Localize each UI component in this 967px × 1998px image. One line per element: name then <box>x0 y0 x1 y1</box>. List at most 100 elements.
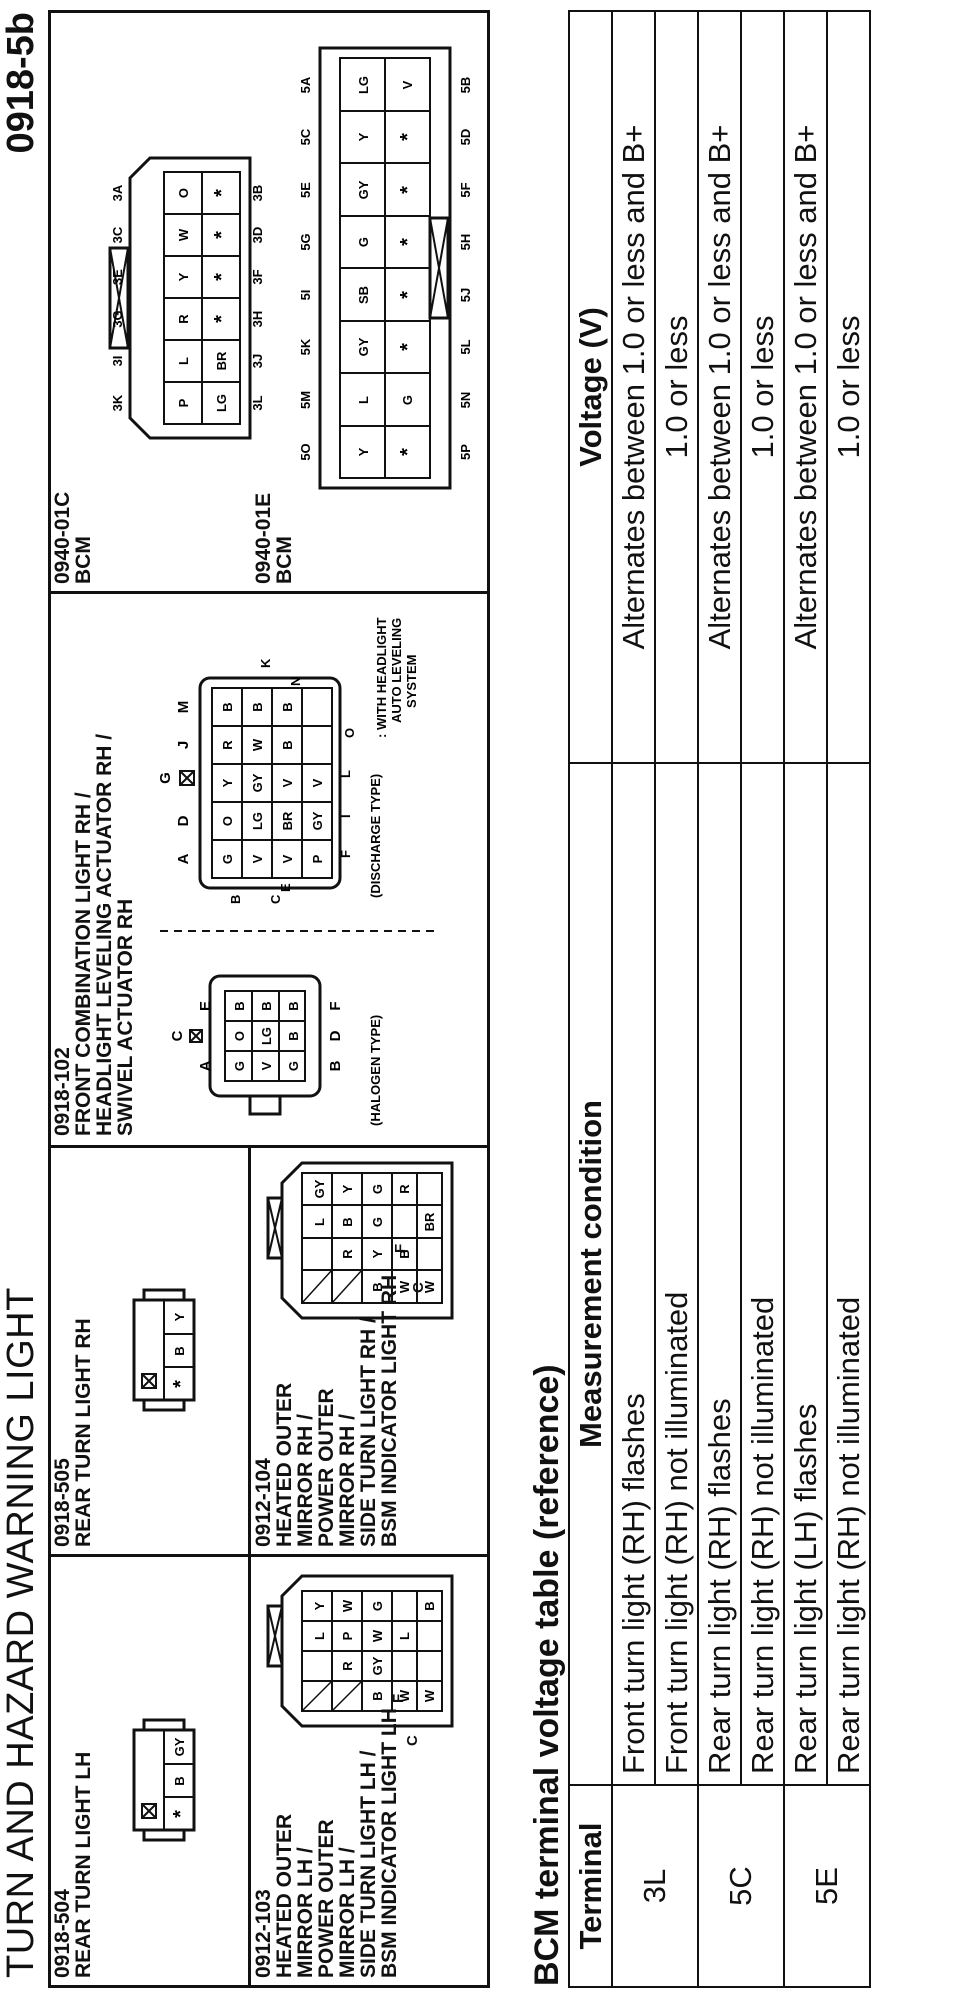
connector-01c-top-3e: 3E <box>110 269 125 285</box>
connector-01c-sub-3j: 3J <box>250 354 265 368</box>
connector-102-d-r2-4: W <box>250 738 265 751</box>
connector-102-h-r2-3: B <box>259 1001 274 1010</box>
connector-504-pin-3: GY <box>172 1737 187 1756</box>
connector-01e-r2-6: * <box>397 186 419 194</box>
connector-01e-r1-8: LG <box>356 76 371 94</box>
voltage-table-header: Terminal Measurement condition Voltage (… <box>569 11 612 1987</box>
connector-01e-r1-3: GY <box>356 337 371 356</box>
connector-01e-r1-4: SB <box>356 286 371 304</box>
connector-01e-r1-1: Y <box>356 447 371 456</box>
connector-104-code: 0912-104 <box>252 1458 275 1547</box>
connector-102-d-top-m: M <box>175 701 192 714</box>
connector-104-pin-low-4: G <box>370 1217 385 1227</box>
connector-102-d-r4-2: GY <box>310 811 325 830</box>
connector-01c-r2-4: * <box>211 273 233 281</box>
connector-504-diagram: * B GY <box>132 1718 196 1842</box>
connector-102-d-side-o: O <box>342 728 357 738</box>
frame-row-divider-2 <box>248 1145 251 1557</box>
connector-102-d-r3-4: B <box>280 740 295 749</box>
connector-102-d-r3-1: V <box>280 854 295 863</box>
connector-01e-top-5k: 5K <box>298 338 313 355</box>
connector-103-name-1: HEATED OUTER <box>273 1813 296 1978</box>
header-terminal: Terminal <box>569 1785 612 1987</box>
connector-01e-r2-4: * <box>397 291 419 299</box>
connector-01e-bot-5b: 5B <box>458 77 473 94</box>
connector-102-d-side-k: K <box>258 658 273 668</box>
connector-102-d-side-b: B <box>228 895 243 904</box>
connector-103-pin-bot-1: W <box>422 1689 437 1702</box>
frame-divider-3 <box>48 591 490 594</box>
connector-01e-top-5m: 5M <box>298 391 313 409</box>
connector-103-code: 0912-103 <box>252 1889 275 1978</box>
connector-01e-r2-2: G <box>400 395 415 405</box>
connector-01c-r2-3: * <box>211 315 233 323</box>
connector-01e-r2-1: * <box>397 448 419 456</box>
connector-505-code: 0918-505 <box>51 1458 74 1547</box>
connector-104-pin-low-3: Y <box>370 1249 385 1258</box>
connector-102-d-side-l: L <box>338 770 353 778</box>
connector-102-h-r3-3: B <box>286 1001 301 1010</box>
connector-102-h-r3-1: G <box>286 1061 301 1071</box>
connector-104-pin-bot-3: BR <box>422 1212 437 1231</box>
connector-504-pin-1: * <box>170 1810 192 1818</box>
connector-01e-top-5i: 5I <box>298 290 313 301</box>
connector-505-pin-3: Y <box>172 1312 187 1321</box>
connector-01e-r2-7: * <box>397 133 419 141</box>
connector-504-name: REAR TURN LIGHT LH <box>72 1751 95 1978</box>
connector-102-d-r2-5: B <box>250 702 265 711</box>
connector-01e-bot-5p: 5P <box>458 444 473 460</box>
connector-102-d-r1-2: O <box>220 816 235 826</box>
frame-row-divider-1 <box>248 1554 251 1988</box>
connector-103-pin-low-3: GY <box>370 1656 385 1675</box>
connector-505-diagram: * B Y <box>132 1288 196 1412</box>
connector-01e-r1-2: L <box>356 396 371 404</box>
connector-01e-bot-5j: 5J <box>458 288 473 302</box>
connector-01e-bot-5h: 5H <box>458 234 473 251</box>
voltage-cell: 1.0 or less <box>827 11 870 763</box>
condition-cell: Rear turn light (LH) flashes <box>784 763 827 1785</box>
connector-102-discharge-note: : WITH HEADLIGHT AUTO LEVELING SYSTEM <box>374 614 419 738</box>
connector-103-diagram: L Y R P W G B W GY W L W B <box>266 1574 454 1728</box>
table-row: Front turn light (RH) not illuminated 1.… <box>655 11 698 1987</box>
connector-01c-r2-5: * <box>211 231 233 239</box>
connector-01e-r2-3: * <box>397 343 419 351</box>
connector-104-diagram: L GY R B Y B W Y G G W B BR R <box>266 1161 454 1320</box>
connector-104-pin-mid-1: R <box>340 1249 355 1259</box>
connector-01c-r1-6: O <box>176 188 191 198</box>
table-row: 3L Front turn light (RH) flashes Alterna… <box>612 11 698 1987</box>
terminal-cell: 5C <box>698 1785 784 1987</box>
connector-103-label-c: C <box>404 1735 421 1746</box>
connector-102-name-1: FRONT COMBINATION LIGHT RH / <box>72 792 95 1136</box>
connector-01c-top-3c: 3C <box>110 226 125 243</box>
connector-102-h-r2-1: V <box>259 1061 274 1070</box>
connector-504-pin-2: B <box>172 1776 187 1785</box>
condition-cell: Rear turn light (RH) not illuminated <box>741 763 784 1785</box>
connector-103-pin-low-1: B <box>370 1691 385 1700</box>
connector-102-d-r3-3: V <box>280 778 295 787</box>
connector-01e-bot-5n: 5N <box>458 392 473 409</box>
voltage-cell: 1.0 or less <box>741 11 784 763</box>
connector-104-pin-mid-3: Y <box>340 1184 355 1193</box>
connector-01c-name: BCM <box>72 536 95 584</box>
connector-505-pin-2: B <box>172 1346 187 1355</box>
voltage-cell: Alternates between 1.0 or less and B+ <box>698 11 741 763</box>
connector-102-d-r1-3: Y <box>220 778 235 787</box>
connector-01e-r2-5: * <box>397 238 419 246</box>
connector-01c-top-3a: 3A <box>110 184 125 201</box>
connector-102-h-bot-b: B <box>327 1060 344 1071</box>
frame-divider-2 <box>48 1145 490 1148</box>
connector-103-pin-mid-3: W <box>340 1599 355 1612</box>
connector-103-pin-top-1: L <box>312 1632 327 1640</box>
connector-102-h-r1-3: B <box>232 1001 247 1010</box>
connector-102-halogen-type: (HALOGEN TYPE) <box>368 1015 383 1126</box>
connector-01c-r2-2: BR <box>214 351 229 370</box>
voltage-table-title: BCM terminal voltage table (reference) <box>528 1364 566 1986</box>
connector-102-h-top-c: C <box>169 1030 186 1041</box>
connector-102-note-line-2: AUTO LEVELING <box>389 618 404 723</box>
connector-102-d-top-d: D <box>175 815 192 826</box>
connector-102-h-r3-2: B <box>286 1031 301 1040</box>
connector-104-pin-top-2: GY <box>312 1179 327 1198</box>
connector-01e-top-5g: 5G <box>298 233 313 250</box>
connector-01c-code: 0940-01C <box>51 491 74 584</box>
connector-01e-top-5c: 5C <box>298 128 313 145</box>
